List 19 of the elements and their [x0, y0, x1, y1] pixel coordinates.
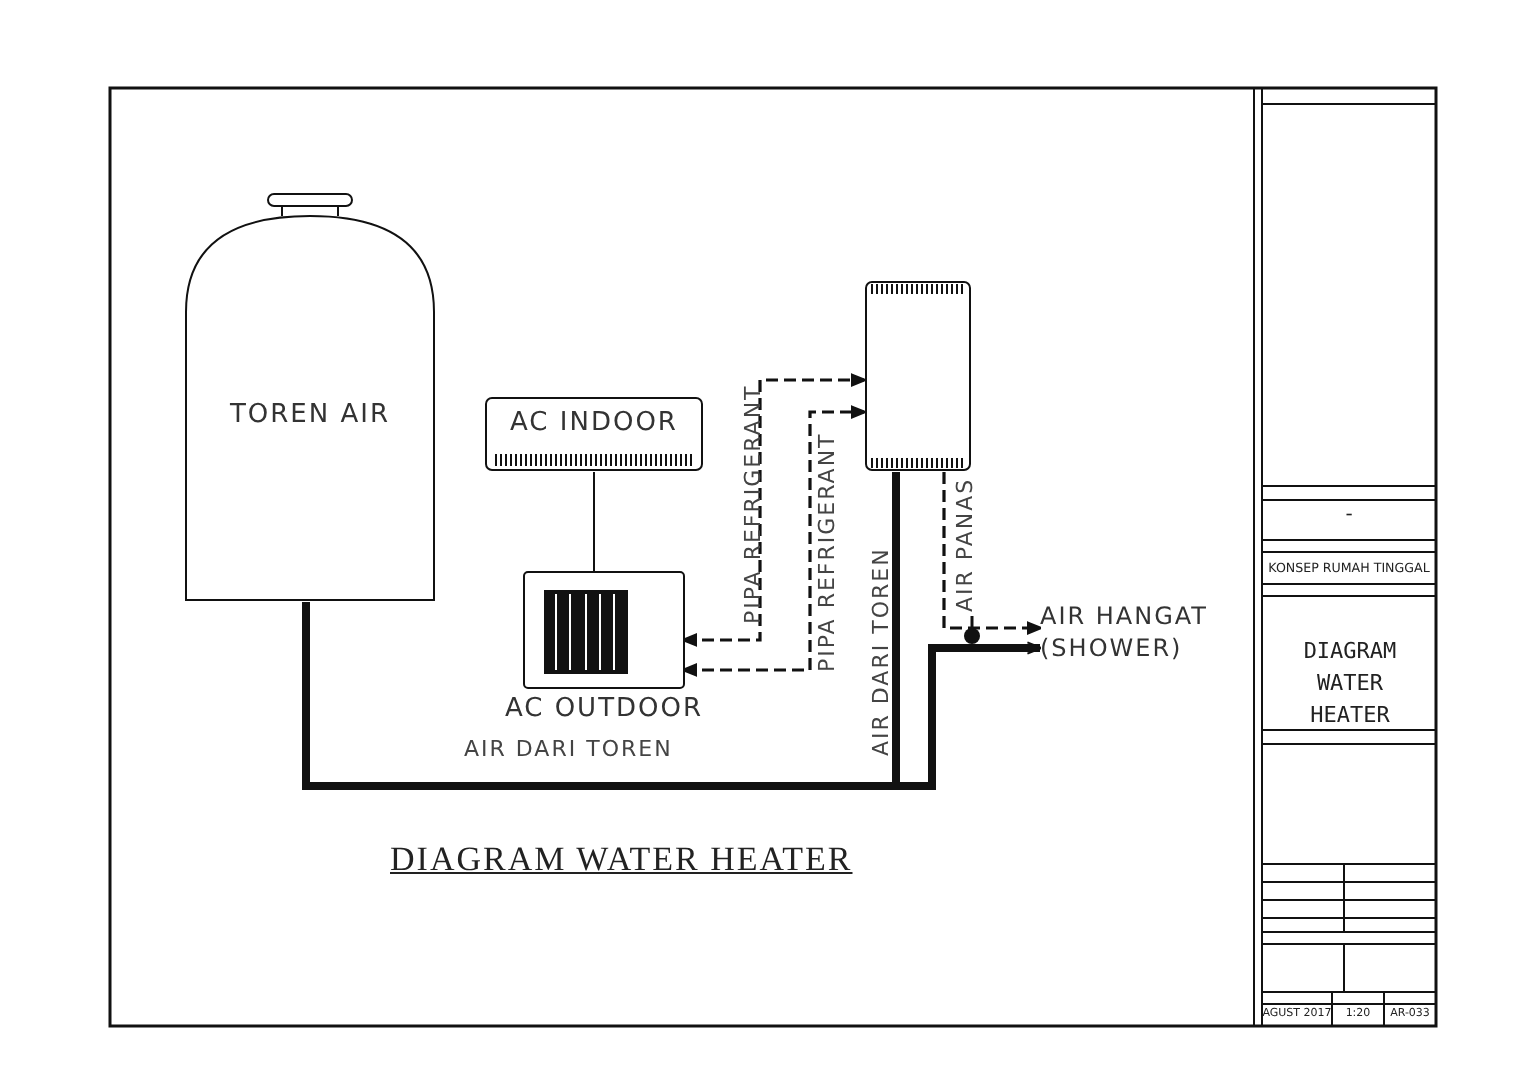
node-label: AC INDOOR — [510, 408, 678, 438]
edge-label: AIR PANAS — [952, 477, 978, 612]
drawing-title: DIAGRAM WATER HEATER — [390, 840, 853, 880]
water-heater — [864, 280, 972, 472]
pipe-label: AIR DARI TOREN — [868, 547, 894, 756]
edge-label: PIPA REFRIGERANT — [740, 384, 766, 624]
water-tank — [184, 192, 436, 602]
indoor-unit — [484, 396, 704, 472]
title-block-text: - — [1343, 504, 1355, 526]
edge-label: AIR DARI TOREN — [464, 736, 673, 762]
pipe-dashed — [681, 405, 867, 677]
node-label: TOREN AIR — [229, 400, 391, 430]
pipe-dashed — [942, 472, 1043, 635]
node-label: AIR HANGAT (SHOWER) — [1040, 602, 1209, 662]
drawing-name: DIAGRAM WATER HEATER — [1301, 636, 1399, 732]
edge-label: PIPA REFRIGERANT — [814, 432, 840, 672]
pipe-dashed — [681, 373, 867, 647]
node-label: AC OUTDOOR — [504, 694, 704, 724]
connector-line — [593, 471, 595, 573]
